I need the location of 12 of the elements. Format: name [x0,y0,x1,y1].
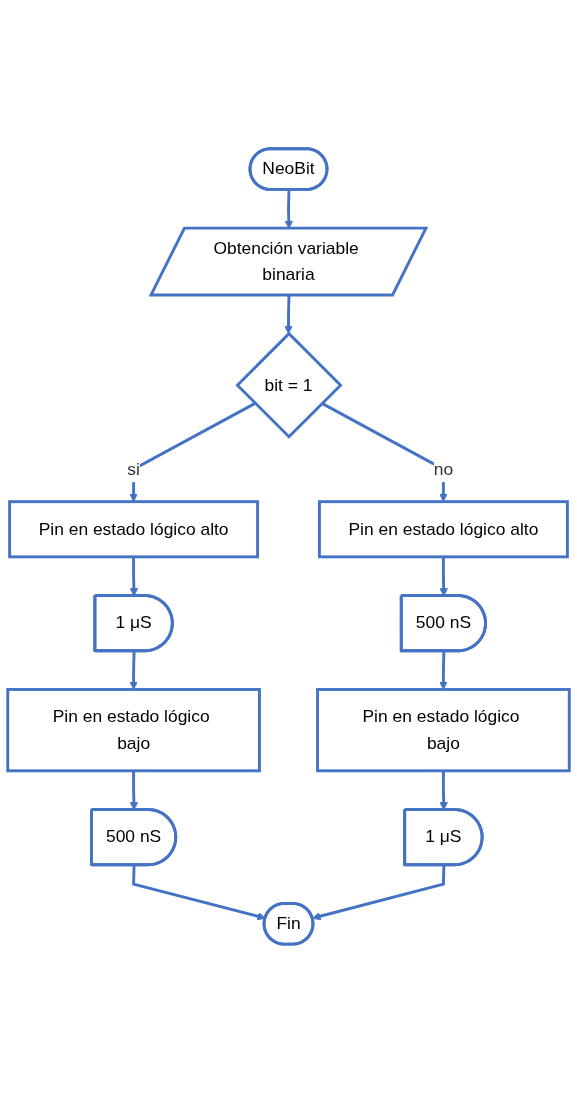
node-box: Pin en estado lógico bajo [316,688,571,773]
arrow [132,865,266,921]
edge-label: si [127,459,140,479]
node-box: Pin en estado lógico bajo [6,688,261,773]
arrow [439,651,448,690]
arrow [129,651,138,690]
node-box: Pin en estado lógico alto [8,500,260,559]
edge-label: no [433,459,454,479]
arrow [312,865,446,921]
node-box: Pin en estado lógico alto [317,500,569,559]
arrow [284,295,293,335]
node-diamond: bit = 1 [235,331,343,439]
